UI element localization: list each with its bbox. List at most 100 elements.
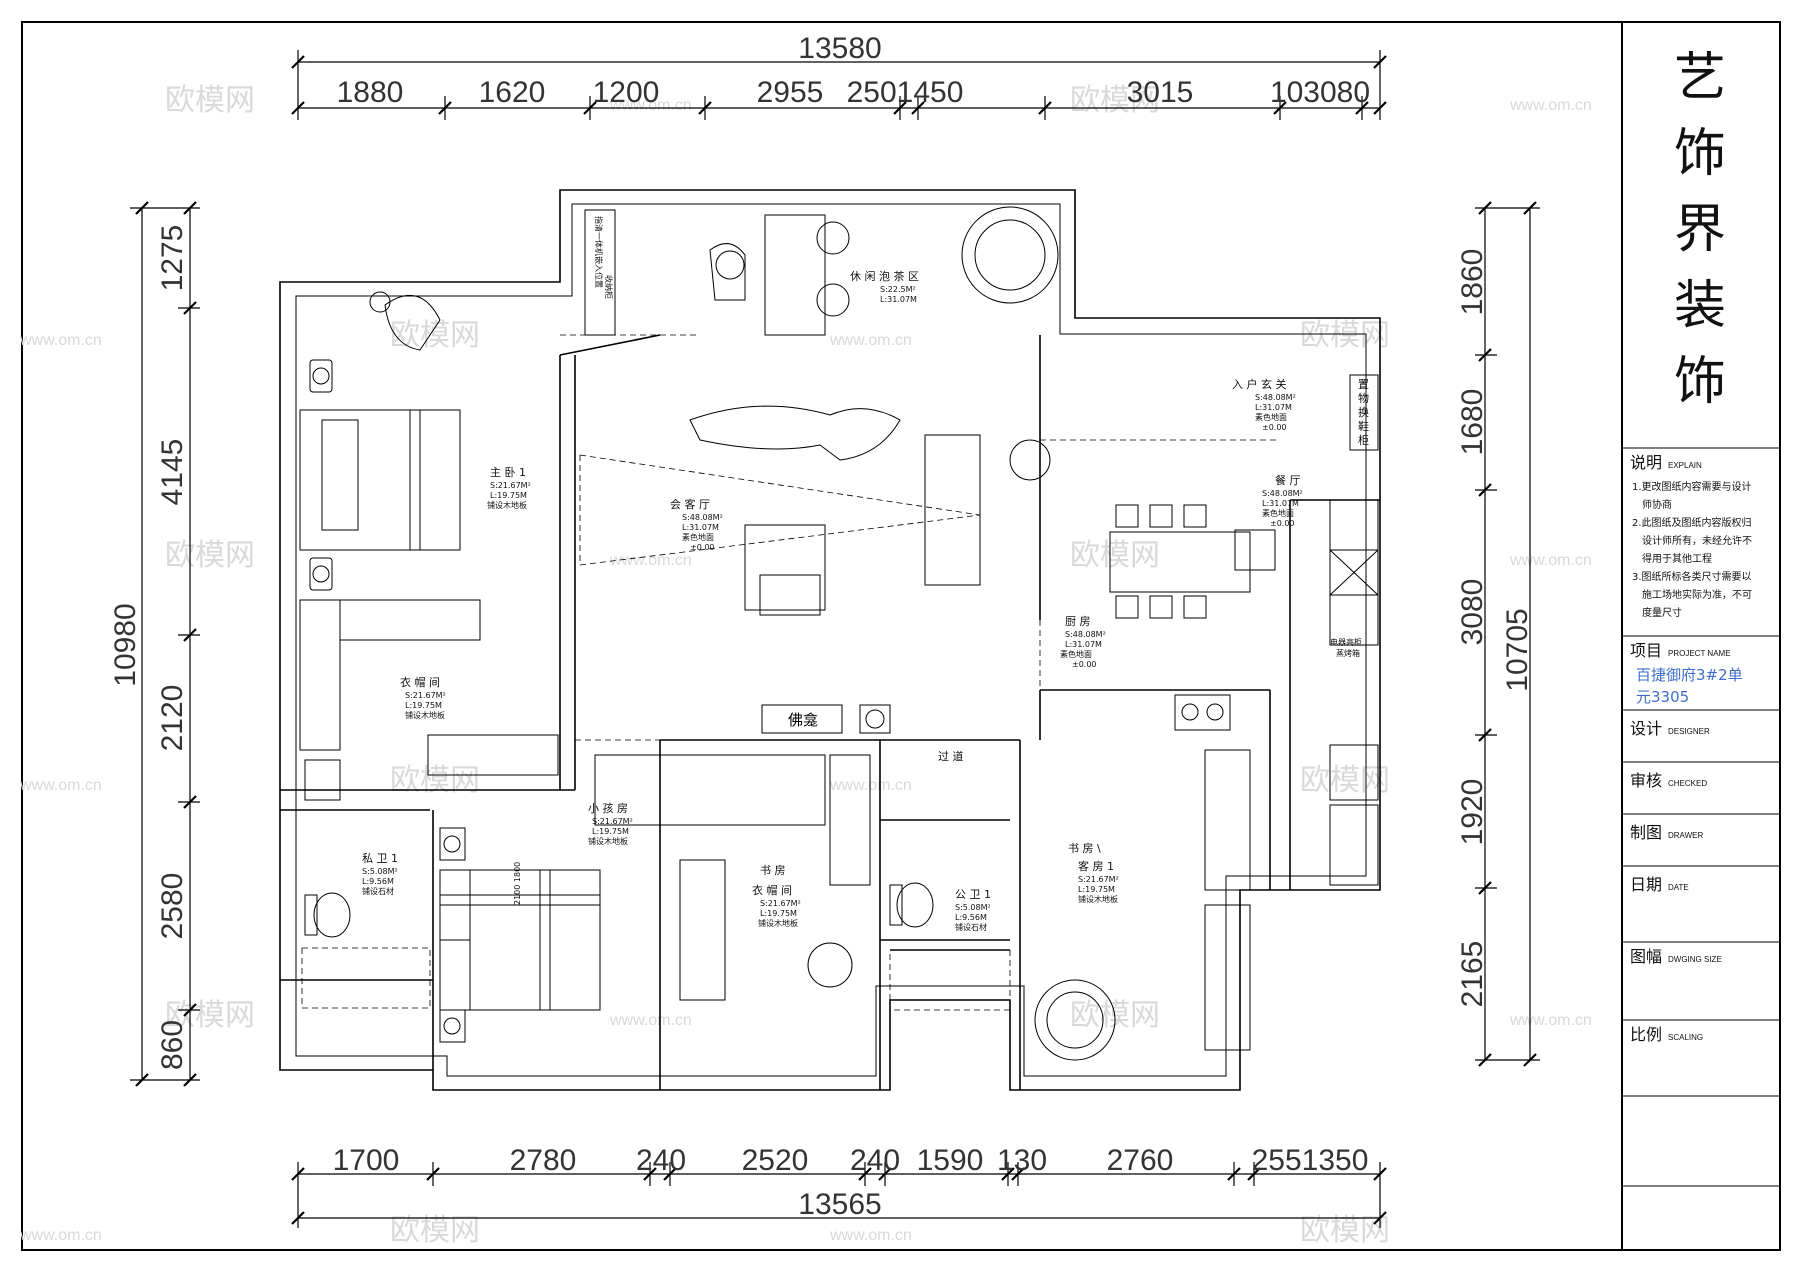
storage-label-2: 收纳柜 — [604, 275, 614, 299]
watermark-url: www.om.cn — [1509, 1012, 1592, 1029]
dim-top-segment: 1200 — [593, 76, 660, 109]
dim-bottom-segment: 240 — [636, 1144, 686, 1177]
dim-bottom-segment: 2760 — [1107, 1144, 1174, 1177]
shoe-cabinet-char: 物 — [1358, 391, 1369, 405]
watermark-text: 欧模网 — [165, 538, 255, 573]
dim-right-total: 10705 — [1501, 608, 1534, 691]
dim-bottom-segment: 1700 — [333, 1144, 400, 1177]
dashed-lines — [301, 334, 1280, 1011]
dim-bottom-segment: 2780 — [510, 1144, 577, 1177]
designer-label: 设计 — [1630, 719, 1662, 738]
scale-en: SCALING — [1668, 1033, 1703, 1042]
walls — [279, 189, 1381, 1091]
watermark-url: www.om.cn — [1509, 97, 1592, 114]
watermark-url: www.om.cn — [19, 332, 102, 349]
watermark-text: 欧模网 — [1300, 763, 1390, 798]
room-tea-area: S:22.5M² — [880, 285, 916, 294]
project-name-line-1: 百捷御府3#2单 — [1636, 666, 1743, 684]
watermark-url: www.om.cn — [19, 1227, 102, 1244]
watermark-url: www.om.cn — [1509, 552, 1592, 569]
room-foyer-len: L:31.07M — [1255, 403, 1292, 412]
room-living-name: 会 客 厅 — [670, 497, 710, 511]
dim-left-segment: 860 — [156, 1020, 189, 1070]
checked-en: CHECKED — [1668, 779, 1707, 788]
room-foyer-floor: 素色地面 — [1255, 412, 1287, 422]
room-child-name: 小 孩 房 — [588, 802, 628, 815]
room-living-len: L:31.07M — [682, 523, 719, 532]
company-char: 装 — [1674, 276, 1726, 336]
room-master-name: 主 卧 1 — [490, 466, 526, 479]
room-dining-len: L:31.07M — [1262, 499, 1299, 508]
explain-note: 度量尺寸 — [1642, 606, 1682, 619]
room-bath-public-len: L:9.56M — [955, 913, 987, 922]
room-closet-name: 衣 帽 间 — [400, 675, 440, 689]
room-living-floor: 素色地面 — [682, 532, 714, 542]
explain-label: 说明 — [1630, 453, 1662, 472]
explain-note: 设计师所有，未经允许不 — [1642, 534, 1752, 547]
room-bath-private-area: S:5.08M² — [362, 867, 398, 876]
company-char: 界 — [1674, 200, 1726, 260]
bed-size-label: 2100 1800 — [513, 862, 522, 905]
drawer-en: DRAWER — [1668, 831, 1703, 840]
dim-left-segment: 2580 — [156, 873, 189, 940]
dim-top-segment: 1880 — [337, 76, 404, 109]
dim-left-segment: 2120 — [156, 685, 189, 752]
explain-notes: 1.更改图纸内容需要与设计师协商2.此图纸及图纸内容版权归设计师所有，未经允许不… — [1632, 480, 1752, 619]
explain-note: 施工场地实际为准，不可 — [1642, 588, 1752, 601]
room-study-floor: 铺设木地板 — [758, 918, 798, 928]
drawer-label: 制图 — [1630, 823, 1662, 842]
shoe-cabinet-char: 鞋 — [1358, 419, 1369, 433]
watermark-url: www.om.cn — [609, 1012, 692, 1029]
room-study-name: 书 房 — [760, 864, 786, 877]
checked-label: 审核 — [1630, 771, 1662, 790]
room-labels: 休 闲 泡 茶 区 S:22.5M² L:31.07M 入 户 玄 关 S:48… — [362, 216, 1369, 932]
room-dining-area: S:48.08M² — [1262, 489, 1303, 498]
explain-en: EXPLAIN — [1668, 461, 1702, 470]
room-child-len: L:19.75M — [592, 827, 629, 836]
room-bath-public-area: S:5.08M² — [955, 903, 991, 912]
room-bath-private-floor: 铺设石材 — [362, 886, 394, 896]
watermark-url: www.om.cn — [609, 552, 692, 569]
company-char: 艺 — [1674, 48, 1726, 108]
shrine-label: 佛龛 — [788, 711, 818, 729]
room-tea-name: 休 闲 泡 茶 区 — [850, 269, 919, 283]
watermark-text: 欧模网 — [1300, 1213, 1390, 1248]
room-kitchen-floor: 素色地面 — [1060, 649, 1092, 659]
watermark-text: 欧模网 — [1300, 318, 1390, 353]
level-foyer: ±0.00 — [1262, 423, 1287, 432]
room-bath-private-len: L:9.56M — [362, 877, 394, 886]
date-en: DATE — [1668, 883, 1689, 892]
room-study-name2: 衣 帽 间 — [752, 883, 792, 897]
size-en: DWGING SIZE — [1668, 955, 1722, 964]
room-guest-len: L:19.75M — [1078, 885, 1115, 894]
room-master-floor: 铺设木地板 — [487, 500, 527, 510]
dim-bottom-total: 13565 — [798, 1188, 881, 1221]
watermark-text: 欧模网 — [390, 318, 480, 353]
room-living-area: S:48.08M² — [682, 513, 723, 522]
room-closet-len: L:19.75M — [405, 701, 442, 710]
dim-bottom-segment: 130 — [997, 1144, 1047, 1177]
company-char: 饰 — [1674, 352, 1726, 412]
dim-bottom-segment: 240 — [850, 1144, 900, 1177]
dim-right-segment: 1680 — [1456, 389, 1489, 456]
dim-top-total: 13580 — [798, 32, 881, 65]
level-dining: ±0.00 — [1270, 519, 1295, 528]
dim-right-segment: 1860 — [1456, 249, 1489, 316]
watermark-layer: 欧模网欧模网欧模网欧模网欧模网欧模网欧模网欧模网欧模网欧模网欧模网欧模网www.… — [19, 83, 1592, 1248]
watermark-text: 欧模网 — [1070, 83, 1160, 118]
dimension-ticks — [135, 55, 1537, 1225]
watermark-url: www.om.cn — [829, 1227, 912, 1244]
level-kitchen: ±0.00 — [1072, 660, 1097, 669]
project-en: PROJECT NAME — [1668, 649, 1731, 658]
watermark-text: 欧模网 — [165, 83, 255, 118]
dim-top-segment: 103080 — [1270, 76, 1370, 109]
room-closet-area: S:21.67M² — [405, 691, 446, 700]
room-study-area: S:21.67M² — [760, 899, 801, 908]
dim-top-segment: 2955 — [757, 76, 824, 109]
